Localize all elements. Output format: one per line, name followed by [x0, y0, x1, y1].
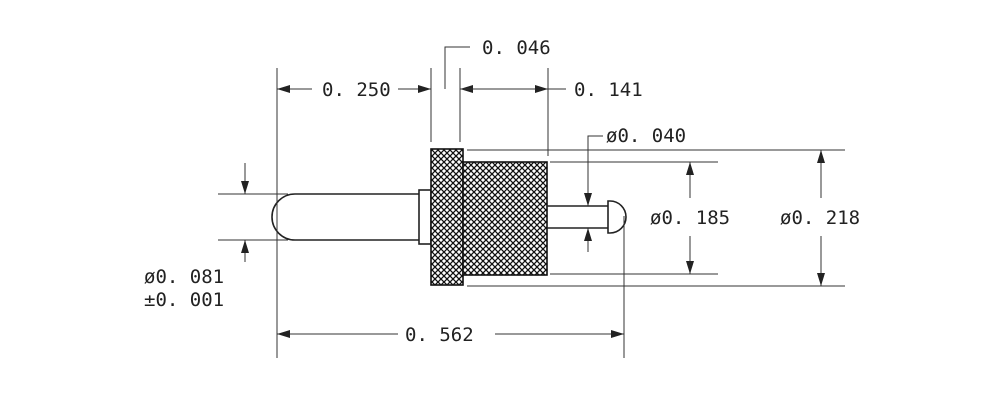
- dim-overall-length-label: 0. 562: [405, 324, 474, 346]
- dim-tip-diameter: ø0. 040: [584, 125, 686, 252]
- dim-collar-diameter: ø0. 218: [780, 150, 860, 286]
- knurled-body: [462, 161, 548, 276]
- dim-plunger-length: 0. 250: [277, 79, 431, 101]
- pin-part: [271, 148, 627, 286]
- plunger-shoulder: [418, 189, 432, 245]
- dim-collar-width: 0. 046: [444, 37, 551, 93]
- dim-collar-width-label: 0. 046: [482, 37, 551, 59]
- dim-plunger-diameter-label: ø0. 081: [144, 266, 224, 288]
- dim-body-length-label: 0. 141: [574, 79, 643, 101]
- dim-body-length: 0. 141: [548, 79, 643, 101]
- plunger: [271, 193, 419, 241]
- dim-body-diameter: ø0. 185: [650, 162, 730, 274]
- tip-shaft: [547, 205, 608, 229]
- dim-overall-length: 0. 562: [277, 324, 624, 346]
- dim-collar-diameter-label: ø0. 218: [780, 207, 860, 229]
- tip-head: [607, 200, 627, 234]
- dim-body-diameter-label: ø0. 185: [650, 207, 730, 229]
- dim-tip-diameter-label: ø0. 040: [606, 125, 686, 147]
- dim-plunger-diameter: ø0. 081 ±0. 001: [144, 163, 249, 311]
- dim-plunger-tolerance-label: ±0. 001: [144, 289, 224, 311]
- knurled-collar: [430, 148, 464, 286]
- dim-plunger-length-label: 0. 250: [322, 79, 391, 101]
